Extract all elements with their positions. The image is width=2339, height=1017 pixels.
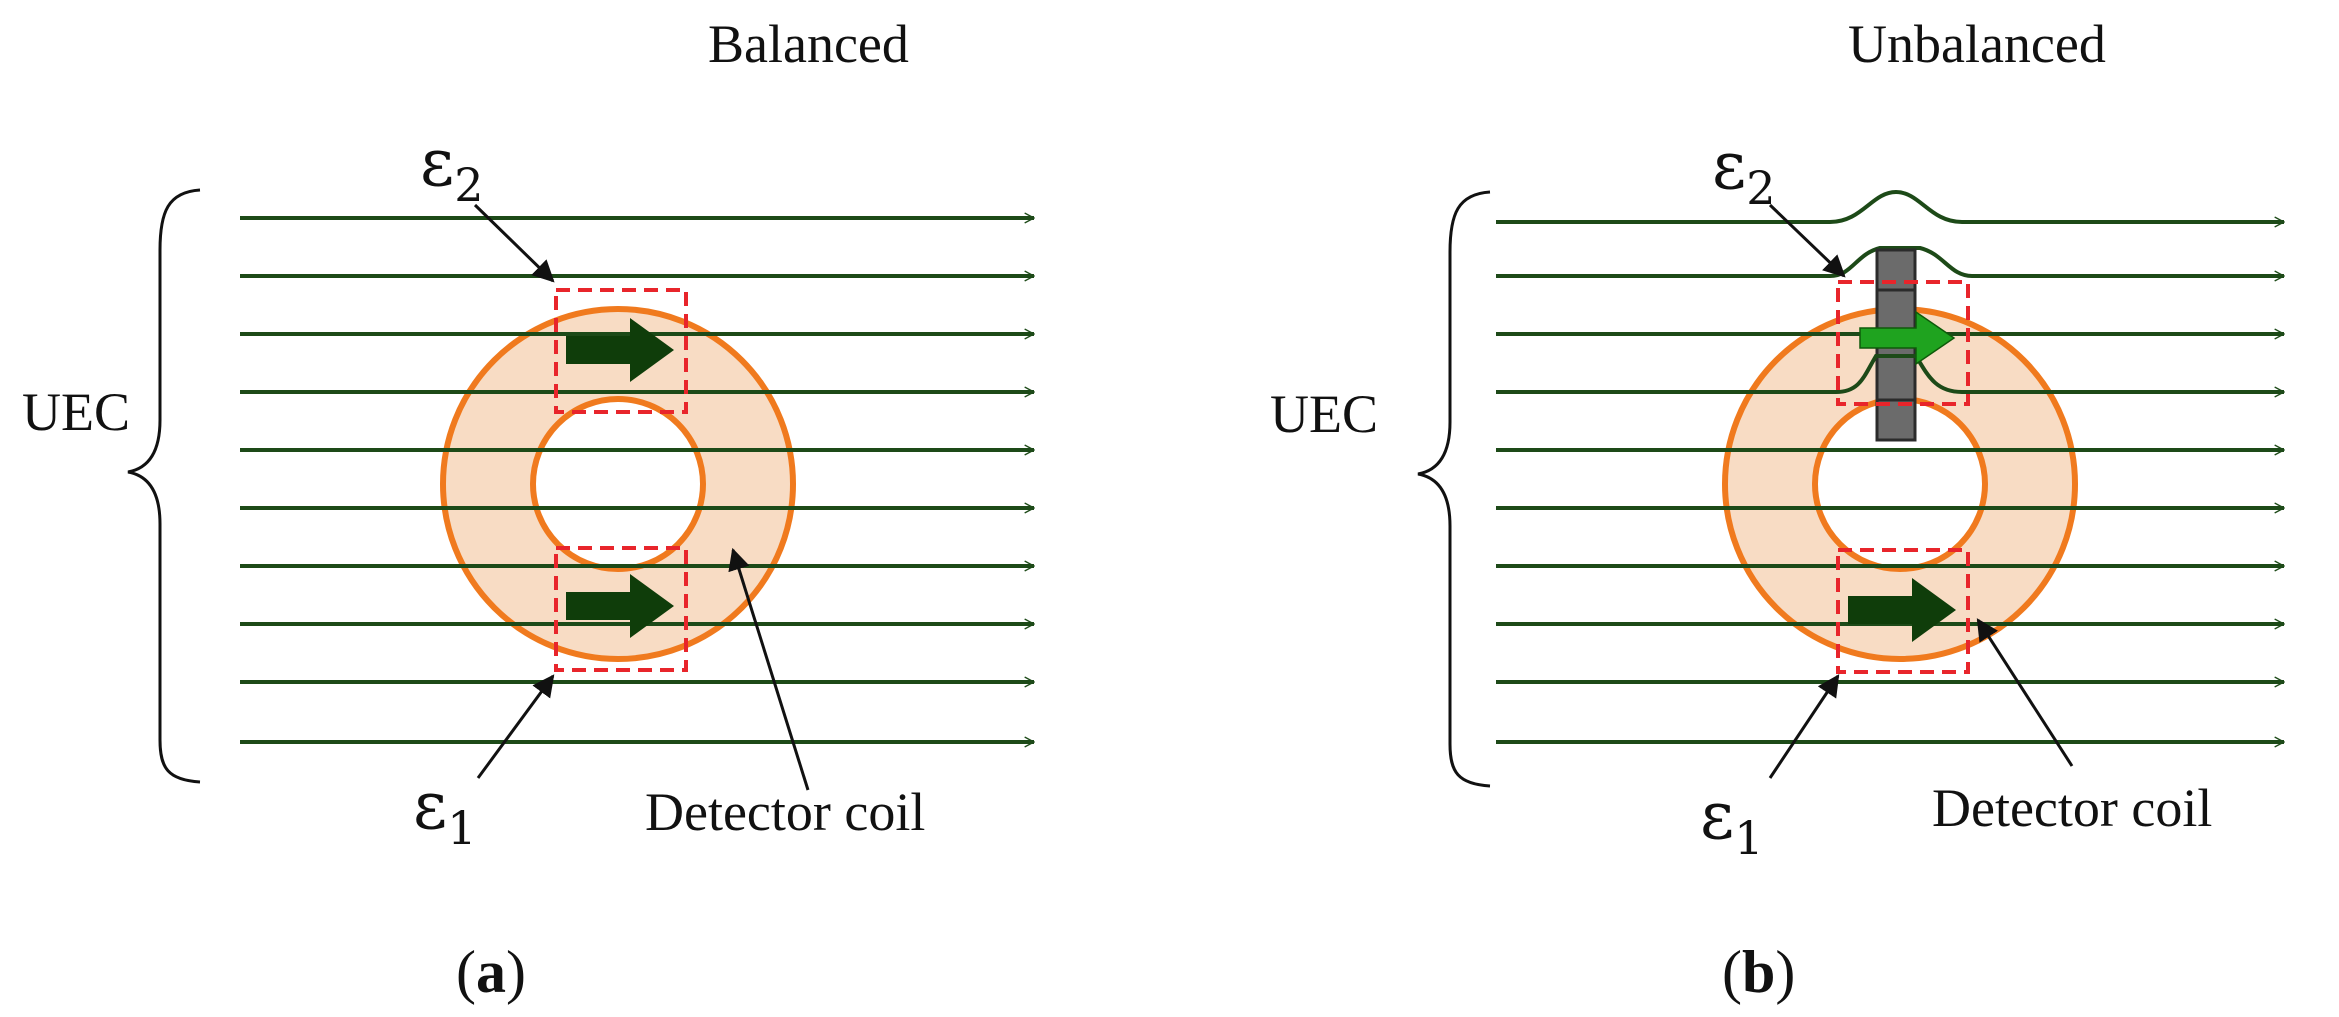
sensing-box-top [554,288,688,414]
emf-arrow-bottom [1848,578,1956,642]
panel-b-title: Unbalanced [1848,14,2106,74]
field-line-distorted [1829,246,2284,276]
uec-brace [127,188,201,784]
pointer-coil [1976,618,2074,767]
uec-label: UEC [1270,384,1378,444]
emf1-label: ε1 [413,767,476,855]
uec-brace [1417,190,1491,788]
panel-b-caption: (b) [1722,939,1795,1005]
emf-arrow-top [566,318,674,382]
coil-label: Detector coil [1932,778,2212,838]
uec-label: UEC [22,382,130,442]
field-lines [1496,189,2284,742]
pointer-coil [728,547,810,791]
pointer-emf1 [476,674,555,779]
sensing-box-bottom [1836,548,1970,674]
sensing-box-top [1836,280,1970,406]
pointer-emf2 [1768,203,1846,278]
panel-a-title: Balanced [708,14,909,74]
pointer-emf2 [473,203,555,283]
emf-arrow-bottom [566,574,674,638]
emf1-label: ε1 [1700,777,1763,865]
sensing-box-bottom [554,546,688,672]
panel-a-caption: (a) [456,939,526,1005]
emf2-label: ε2 [420,124,483,212]
panel-a: Balanced UEC [22,14,1034,1005]
panel-b: Unbalanced UEC [1270,14,2284,1005]
defect-bar-bottom [1875,398,1917,442]
pointer-emf1 [1768,674,1840,779]
field-line-distorted [1829,189,2284,222]
coil-hole [530,396,706,572]
coil-label: Detector coil [645,782,925,842]
emf-arrow-top-weak [1859,310,1956,366]
emf2-label: ε2 [1712,127,1775,215]
